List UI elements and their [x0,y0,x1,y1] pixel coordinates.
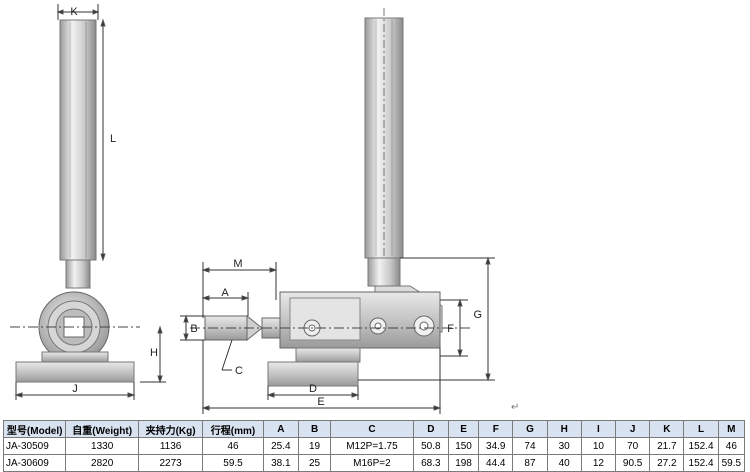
table-cell: M16P=2 [330,454,414,472]
table-cell: 68.3 [412,454,449,472]
table-cell: JA-30609 [2,454,67,472]
table-cell: 59.5 [202,454,264,472]
table-cell: 19 [297,437,332,455]
dim-label-k: K [70,6,78,18]
dim-label-c: C [235,365,243,377]
dim-label-j: J [72,383,78,395]
dim-label-a: A [221,287,229,299]
right-side-view [180,8,495,414]
table-cell: 38.1 [262,454,299,472]
header-cell: D [412,420,449,438]
table-cell: 46 [717,437,746,455]
table-cell: 70 [615,437,651,455]
header-cell: I [580,420,617,438]
header-cell: 型号(Model) [2,420,67,438]
table-cell: 44.4 [478,454,514,472]
table-cell: 25 [297,454,332,472]
table-row: JA-30609 2820 2273 59.5 38.1 25 M16P=2 6… [2,454,746,472]
table-cell: 150 [447,437,480,455]
dim-label-b: B [190,323,197,335]
table-cell: JA-30509 [2,437,67,455]
table-cell: 74 [512,437,548,455]
table-cell: 59.5 [717,454,746,472]
table-cell: 34.9 [478,437,514,455]
table-cell: 25.4 [262,437,299,455]
table-cell: 46 [202,437,264,455]
dim-label-h: H [150,347,158,359]
table-cell: 10 [580,437,617,455]
table-cell: 30 [546,437,582,455]
table-cell: 2820 [65,454,139,472]
header-cell: M [717,420,746,438]
paragraph-return-mark: ↵ [511,402,520,413]
table-cell: M12P=1.75 [330,437,414,455]
table-cell: 27.2 [649,454,685,472]
header-cell: E [447,420,480,438]
dim-label-d: D [309,383,317,395]
left-end-view [10,4,166,400]
table-cell: 152.4 [683,454,719,472]
header-cell: 行程(mm) [202,420,264,438]
table-row: JA-30509 1330 1136 46 25.4 19 M12P=1.75 … [2,437,746,455]
header-cell: J [615,420,651,438]
dim-label-g: G [473,309,482,321]
table-cell: 87 [512,454,548,472]
table-cell: 21.7 [649,437,685,455]
spec-table-header-row: 型号(Model) 自重(Weight) 夹持力(Kg) 行程(mm) A B … [2,420,746,438]
dim-label-m: M [233,258,242,270]
clamp-technical-drawing: K L H J M A B C D E F G [10,4,495,414]
dim-label-l: L [110,133,116,145]
header-cell: 夹持力(Kg) [137,420,204,438]
table-cell: 50.8 [412,437,449,455]
dim-label-e: E [317,396,324,408]
header-cell: A [262,420,299,438]
table-cell: 40 [546,454,582,472]
table-cell: 1136 [137,437,204,455]
header-cell: B [297,420,332,438]
header-cell: K [649,420,685,438]
header-cell: H [546,420,582,438]
table-cell: 90.5 [615,454,651,472]
table-cell: 12 [580,454,617,472]
table-cell: 152.4 [683,437,719,455]
header-cell: C [330,420,414,438]
table-cell: 2273 [137,454,204,472]
dim-label-f: F [447,323,454,335]
table-cell: 198 [447,454,480,472]
header-cell: F [478,420,514,438]
header-cell: G [512,420,548,438]
spec-table: 型号(Model) 自重(Weight) 夹持力(Kg) 行程(mm) A B … [2,420,746,472]
table-cell: 1330 [65,437,139,455]
header-cell: L [683,420,719,438]
header-cell: 自重(Weight) [65,420,139,438]
